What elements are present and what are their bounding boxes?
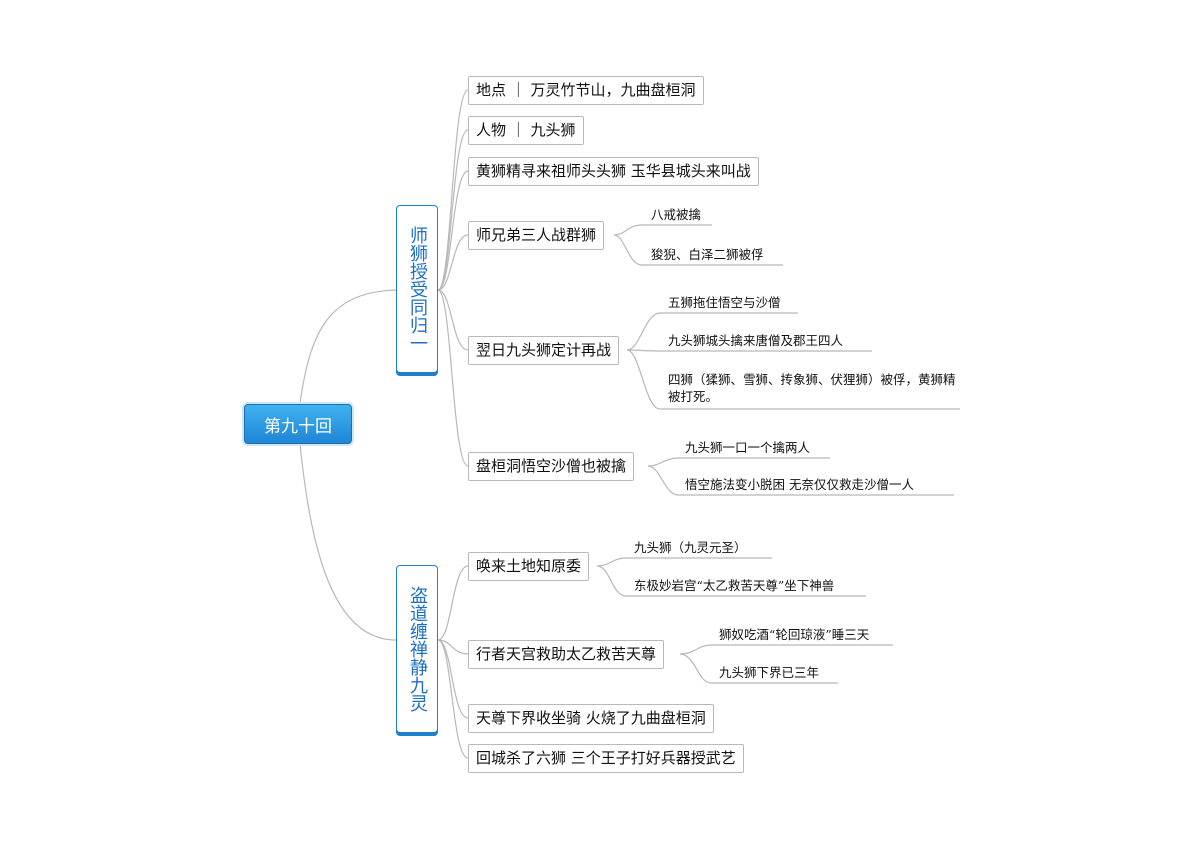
subtopic-characters[interactable]: 人物 ｜ 九头狮 bbox=[468, 116, 584, 145]
leaf-topic[interactable]: 狻猊、白泽二狮被俘 bbox=[651, 247, 764, 262]
leaf-topic[interactable]: 八戒被擒 bbox=[651, 207, 702, 222]
subtopic-return-city[interactable]: 回城杀了六狮 三个王子打好兵器授武艺 bbox=[468, 744, 744, 773]
subtopic-cave-capture[interactable]: 盘桓洞悟空沙僧也被擒 bbox=[468, 452, 635, 481]
subtopic-summon-earth-god[interactable]: 唤来土地知原委 bbox=[468, 552, 590, 581]
central-topic[interactable]: 第九十回 bbox=[244, 404, 352, 444]
leaf-topic[interactable]: 九头狮（九灵元圣） bbox=[634, 540, 747, 555]
branch-topic-1[interactable]: 师狮授受同归一 bbox=[396, 205, 438, 373]
leaf-topic[interactable]: 东极妙岩宫“太乙救苦天尊”坐下神兽 bbox=[634, 578, 835, 593]
subtopic-yellow-lion[interactable]: 黄狮精寻来祖师头头狮 玉华县城头来叫战 bbox=[468, 157, 759, 186]
leaf-topic[interactable]: 九头狮下界已三年 bbox=[719, 665, 820, 680]
branch-topic-2-label: 盗道缠禅静九灵 bbox=[407, 586, 428, 712]
subtopic-location[interactable]: 地点 ｜ 万灵竹节山，九曲盘桓洞 bbox=[468, 76, 704, 105]
subtopic-next-day[interactable]: 翌日九头狮定计再战 bbox=[468, 336, 620, 365]
subtopic-three-brothers[interactable]: 师兄弟三人战群狮 bbox=[468, 221, 605, 250]
branch-topic-1-label: 师狮授受同归一 bbox=[407, 226, 428, 352]
subtopic-heaven-help[interactable]: 行者天宫救助太乙救苦天尊 bbox=[468, 640, 665, 669]
branch-topic-2[interactable]: 盗道缠禅静九灵 bbox=[396, 565, 438, 733]
leaf-topic[interactable]: 九头狮一口一个擒两人 bbox=[685, 440, 811, 455]
leaf-topic[interactable]: 四狮（猱狮、雪狮、抟象狮、伏狸狮）被俘，黄狮精被打死。 bbox=[668, 372, 956, 404]
leaf-topic[interactable]: 五狮拖住悟空与沙僧 bbox=[668, 295, 781, 310]
leaf-topic[interactable]: 狮奴吃酒“轮回琼液”睡三天 bbox=[719, 627, 870, 642]
subtopic-retrieve-mount[interactable]: 天尊下界收坐骑 火烧了九曲盘桓洞 bbox=[468, 704, 714, 733]
leaf-topic[interactable]: 九头狮城头擒来唐僧及郡王四人 bbox=[668, 333, 844, 348]
leaf-topic[interactable]: 悟空施法变小脱困 无奈仅仅救走沙僧一人 bbox=[685, 477, 914, 492]
